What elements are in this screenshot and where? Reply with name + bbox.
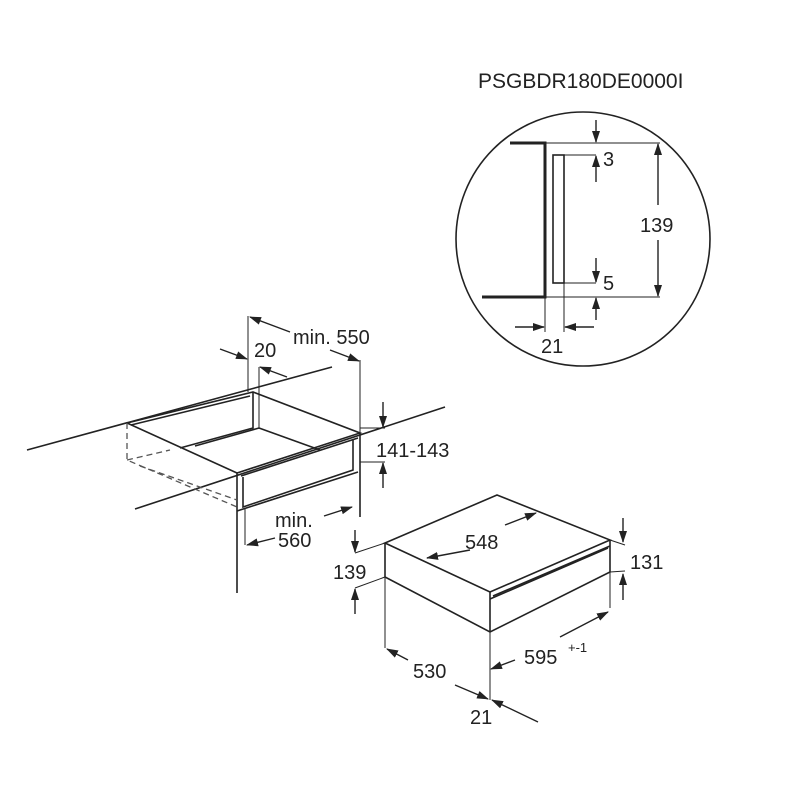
min-550-label: min. 550 — [293, 327, 370, 349]
height-139-label: 139 — [333, 562, 366, 584]
dim-3-label: 3 — [603, 149, 614, 171]
dim-560-label: 560 — [278, 530, 311, 552]
dim-21-detail-label: 21 — [541, 336, 563, 358]
drawer-view: 548 139 131 530 595 +-1 21 — [333, 494, 663, 729]
min-label: min. — [275, 510, 313, 532]
dim-20-label: 20 — [254, 340, 276, 362]
width-548-label: 548 — [465, 532, 498, 554]
front-21-label: 21 — [470, 707, 492, 729]
tolerance-label: +-1 — [568, 640, 587, 655]
front-595-label: 595 — [524, 647, 557, 669]
niche-view: min. 550 20 141-143 min. 560 — [26, 316, 449, 593]
detail-view: 139 3 5 21 — [455, 111, 711, 367]
dim-5-label: 5 — [603, 273, 614, 295]
dim-139-label: 139 — [640, 215, 673, 237]
model-number: PSGBDR180DE0000I — [478, 70, 683, 93]
height-141-143-label: 141-143 — [376, 440, 449, 462]
height-131-label: 131 — [630, 552, 663, 574]
depth-530-label: 530 — [413, 661, 446, 683]
